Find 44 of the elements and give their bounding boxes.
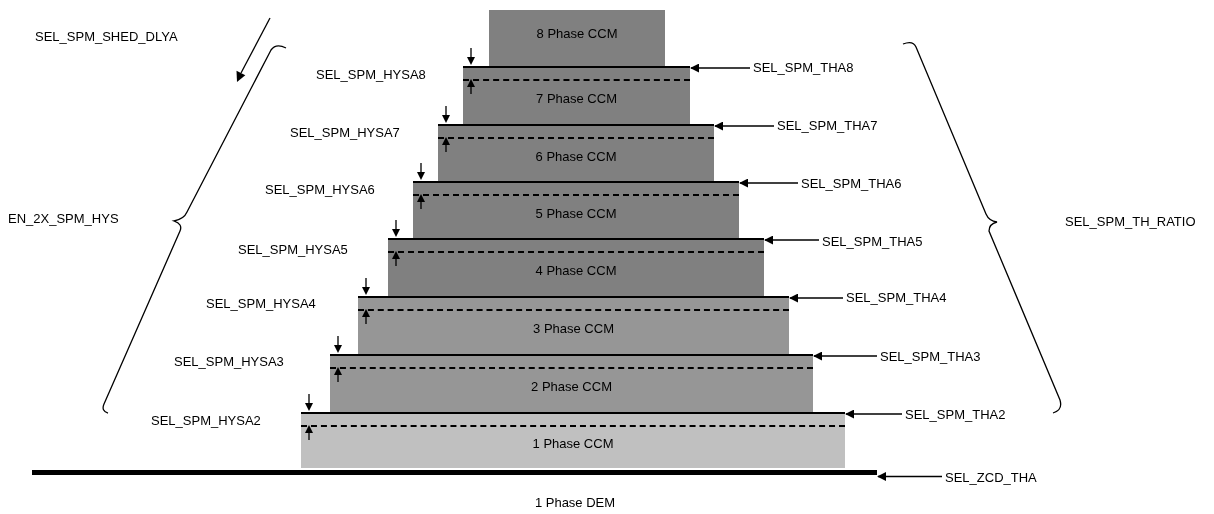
phase-step-box: [330, 354, 813, 412]
parameter-label: EN_2X_SPM_HYS: [8, 211, 119, 226]
phase-step-box: [358, 296, 789, 354]
parameter-label: SEL_SPM_SHED_DLYA: [35, 29, 178, 44]
arrow: [813, 351, 878, 361]
parameter-label: SEL_SPM_HYSA6: [265, 182, 375, 197]
threshold-label: SEL_SPM_THA2: [905, 407, 1006, 422]
phase-label: 8 Phase CCM: [536, 26, 618, 41]
phase-step-box: [301, 412, 845, 468]
parameter-label: SEL_SPM_HYSA5: [238, 242, 348, 257]
parameter-label: 1 Phase DEM: [534, 495, 616, 510]
arrow: [789, 293, 844, 303]
arrow: [764, 235, 820, 245]
threshold-label: SEL_SPM_THA8: [753, 60, 854, 75]
arrow: [845, 409, 903, 419]
phase-step-box: [489, 10, 665, 66]
threshold-label: SEL_SPM_THA3: [880, 349, 981, 364]
phase-label: 5 Phase CCM: [535, 205, 617, 221]
baseline-bar: [32, 470, 877, 475]
threshold-label: SEL_ZCD_THA: [945, 470, 1037, 485]
parameter-label: SEL_SPM_TH_RATIO: [1065, 214, 1196, 229]
parameter-label: SEL_SPM_HYSA3: [174, 354, 284, 369]
arrow: [714, 121, 775, 131]
threshold-label: SEL_SPM_THA7: [777, 118, 878, 133]
parameter-label: SEL_SPM_HYSA4: [206, 296, 316, 311]
phase-label: 4 Phase CCM: [535, 263, 617, 278]
phase-label: 2 Phase CCM: [531, 379, 612, 394]
phase-label: 3 Phase CCM: [533, 321, 614, 336]
phase-step-box: [438, 124, 714, 181]
phase-step-box: [463, 66, 690, 124]
phase-label: 7 Phase CCM: [536, 91, 617, 106]
parameter-label: SEL_SPM_HYSA2: [151, 413, 261, 428]
phase-label: 1 Phase CCM: [532, 436, 614, 451]
parameter-label: SEL_SPM_HYSA8: [316, 67, 426, 82]
threshold-label: SEL_SPM_THA4: [846, 290, 947, 305]
phase-step-box: [388, 238, 764, 296]
phase-label: 6 Phase CCM: [535, 148, 617, 164]
phase-step-box: [413, 181, 739, 238]
arrow: [690, 63, 751, 73]
parameter-label: SEL_SPM_HYSA7: [290, 125, 400, 140]
arrow: [877, 472, 943, 481]
threshold-label: SEL_SPM_THA6: [801, 176, 902, 191]
threshold-label: SEL_SPM_THA5: [822, 234, 923, 249]
arrow: [739, 178, 799, 188]
